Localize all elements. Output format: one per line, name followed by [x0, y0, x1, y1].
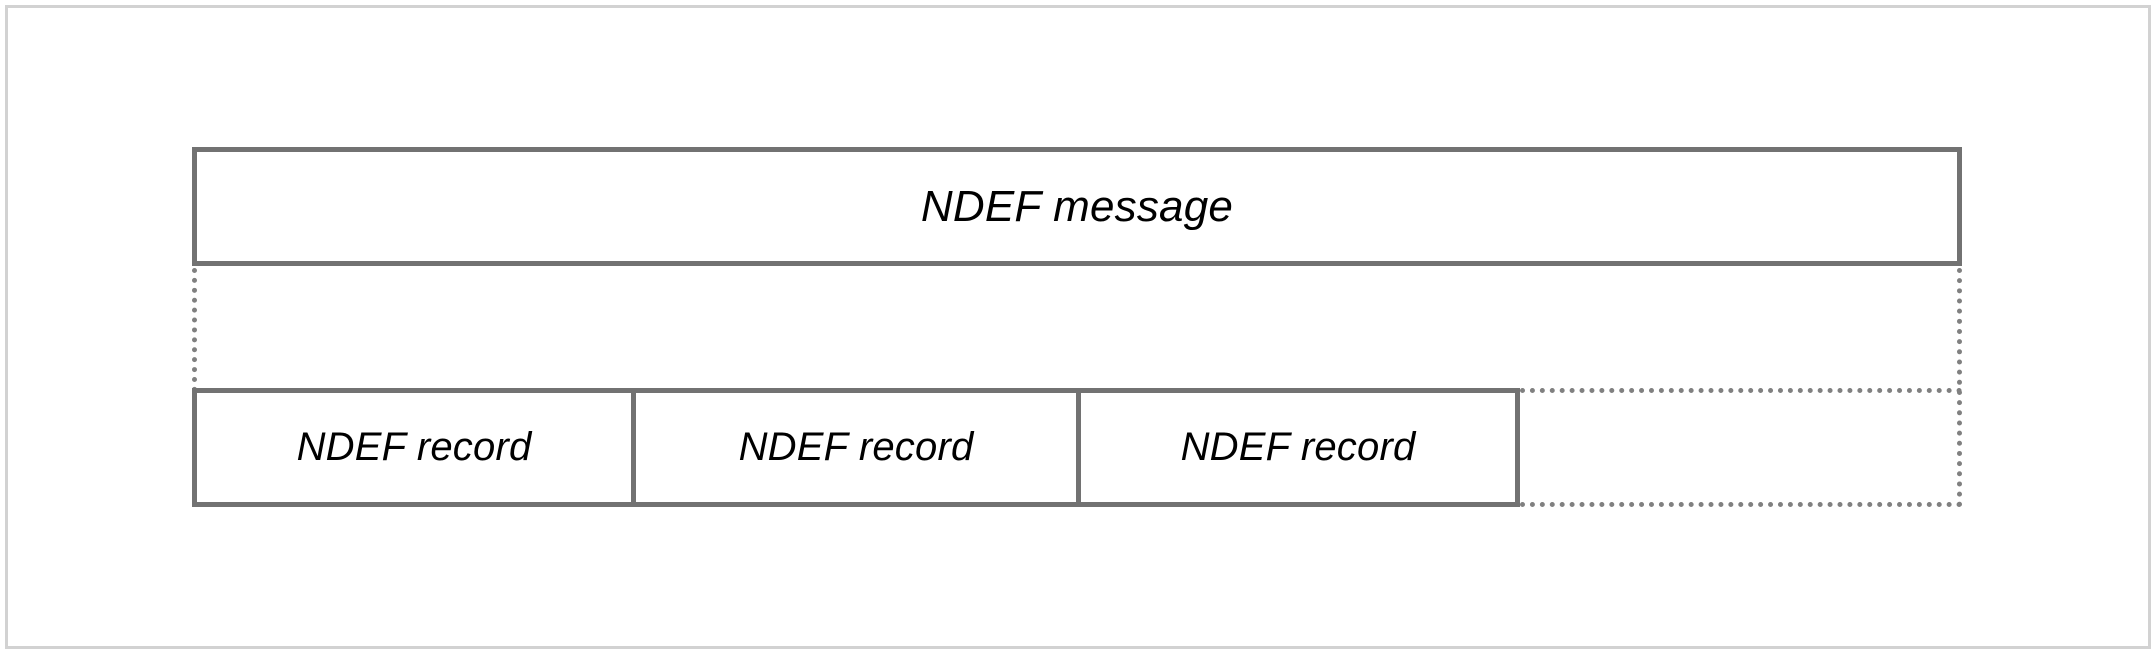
ndef-record-box: NDEF record: [636, 393, 1081, 502]
ndef-record-row: NDEF record NDEF record NDEF record: [192, 388, 1520, 507]
dotted-connector-left: [192, 268, 197, 392]
ndef-record-box: NDEF record: [1081, 393, 1515, 502]
ndef-record-box: NDEF record: [197, 393, 636, 502]
ndef-record-label: NDEF record: [296, 425, 532, 469]
ndef-record-continuation-box: [1520, 388, 1962, 507]
dotted-connector-right: [1957, 268, 1962, 507]
ndef-record-label: NDEF record: [738, 425, 974, 469]
ndef-record-label: NDEF record: [1180, 425, 1416, 469]
figure-outer-border: [5, 5, 2151, 649]
ndef-message-box: NDEF message: [192, 147, 1962, 266]
ndef-message-label: NDEF message: [920, 181, 1234, 231]
